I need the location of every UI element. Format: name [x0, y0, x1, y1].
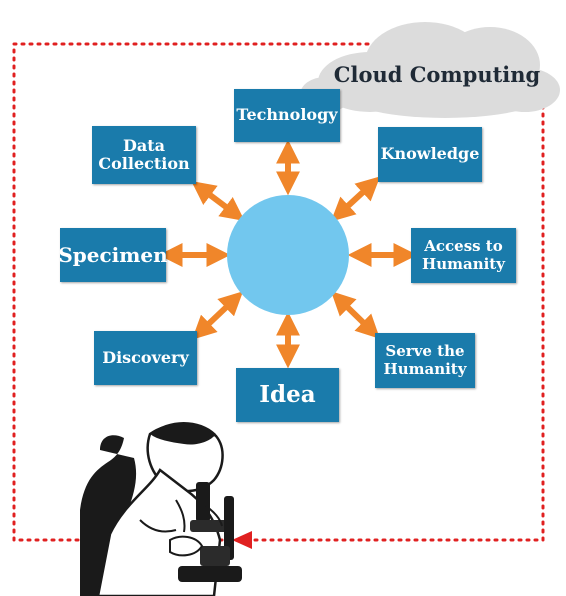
connector-arrows — [158, 139, 418, 369]
arrow-discovery — [191, 291, 244, 340]
arrow-serve — [330, 291, 381, 339]
cloud-computing-label: Cloud Computing — [333, 62, 541, 87]
node-access-to-humanity: Access to Humanity — [411, 228, 516, 283]
node-discovery: Discovery — [94, 331, 197, 385]
scientist-with-microscope-icon — [80, 422, 242, 596]
arrow-knowledge — [330, 176, 381, 222]
frame-arrowhead — [232, 531, 252, 549]
node-idea: Idea — [236, 368, 339, 422]
node-data-collection: Data Collection — [92, 126, 196, 184]
node-technology: Technology — [234, 89, 340, 142]
central-hub — [227, 195, 349, 315]
node-knowledge: Knowledge — [378, 127, 482, 182]
node-serve-the-humanity: Serve the Humanity — [375, 333, 475, 388]
arrow-data-collection — [191, 180, 245, 222]
node-specimen: Specimen — [58, 228, 168, 282]
